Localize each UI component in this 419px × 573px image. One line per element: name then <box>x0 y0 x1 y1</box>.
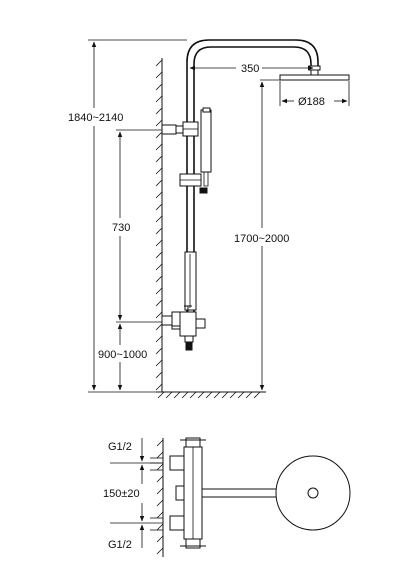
label-inlet-spacing: 150±20 <box>103 488 140 500</box>
plan-valve-body <box>169 437 206 549</box>
dim-total-height <box>88 39 187 393</box>
label-valve-height: 900~1000 <box>98 349 147 361</box>
hand-shower <box>179 107 212 194</box>
upper-wall-bracket <box>161 121 199 137</box>
dim-bar-spacing <box>116 129 162 323</box>
wall <box>155 58 163 392</box>
rain-shower-head <box>279 65 350 81</box>
diverter-valve <box>172 305 206 351</box>
riser-and-arm <box>186 39 319 330</box>
plan-shower-head <box>275 455 351 531</box>
label-head-height: 1700~2000 <box>234 233 289 245</box>
slide-bar <box>184 251 197 311</box>
label-inlet-top: G1/2 <box>108 441 132 453</box>
plan-view: G1/2 150±20 G1/2 <box>103 437 351 557</box>
plan-wall <box>156 438 164 557</box>
dim-head-diameter <box>279 81 350 106</box>
elevation-view: 1840~2140 730 900~1000 350 Ø188 <box>68 39 350 399</box>
label-bar-spacing: 730 <box>112 222 130 234</box>
label-total-height: 1840~2140 <box>68 112 123 124</box>
label-inlet-bottom: G1/2 <box>108 539 132 551</box>
label-head-diameter: Ø188 <box>298 96 325 108</box>
floor <box>156 391 266 399</box>
dim-inlet-spacing <box>110 438 163 548</box>
label-arm-reach: 350 <box>241 63 259 75</box>
dim-head-height <box>259 79 280 391</box>
